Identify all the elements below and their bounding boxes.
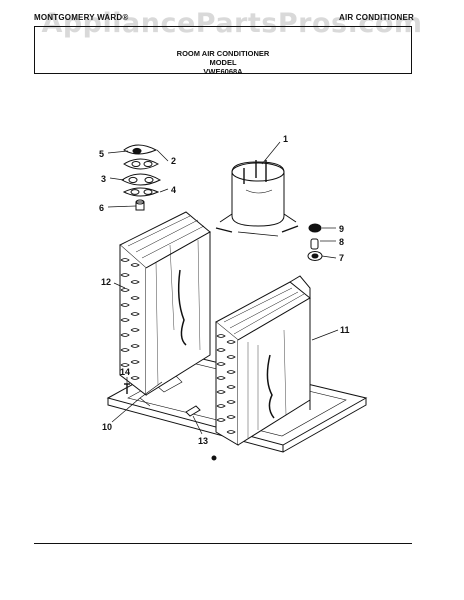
callout-5: 5 bbox=[99, 149, 104, 159]
model-number: VWE6068A bbox=[203, 67, 243, 76]
callout-9: 9 bbox=[339, 224, 344, 234]
brand-name: MONTGOMERY WARD® bbox=[34, 13, 129, 22]
callout-6: 6 bbox=[99, 203, 104, 213]
callout-7: 7 bbox=[339, 253, 344, 263]
drain-plug bbox=[185, 405, 201, 417]
callout-13: 13 bbox=[198, 436, 208, 446]
callout-11: 11 bbox=[340, 325, 350, 335]
product-type: AIR CONDITIONER bbox=[339, 13, 414, 22]
mounting-grommets bbox=[121, 144, 162, 211]
callout-2: 2 bbox=[171, 156, 176, 166]
title-line-2: MODEL bbox=[209, 58, 237, 67]
callout-4: 4 bbox=[171, 185, 176, 195]
condenser-coil bbox=[215, 275, 311, 446]
callout-12: 12 bbox=[101, 277, 111, 287]
callout-labels: 1 2 3 4 5 6 7 8 9 10 11 12 13 14 bbox=[99, 134, 350, 446]
callout-8: 8 bbox=[339, 237, 344, 247]
bottom-rule bbox=[34, 543, 412, 544]
leader-lines bbox=[107, 141, 339, 435]
callout-14: 14 bbox=[120, 367, 130, 377]
callout-1: 1 bbox=[283, 134, 288, 144]
title-box: ROOM AIR CONDITIONER MODEL VWE6068A bbox=[34, 26, 412, 76]
compressor bbox=[215, 160, 299, 237]
evaporator-coil bbox=[119, 211, 211, 397]
title-line-1: ROOM AIR CONDITIONER bbox=[176, 49, 270, 58]
callout-10: 10 bbox=[102, 422, 112, 432]
terminal-parts bbox=[307, 223, 323, 261]
callout-3: 3 bbox=[101, 174, 106, 184]
